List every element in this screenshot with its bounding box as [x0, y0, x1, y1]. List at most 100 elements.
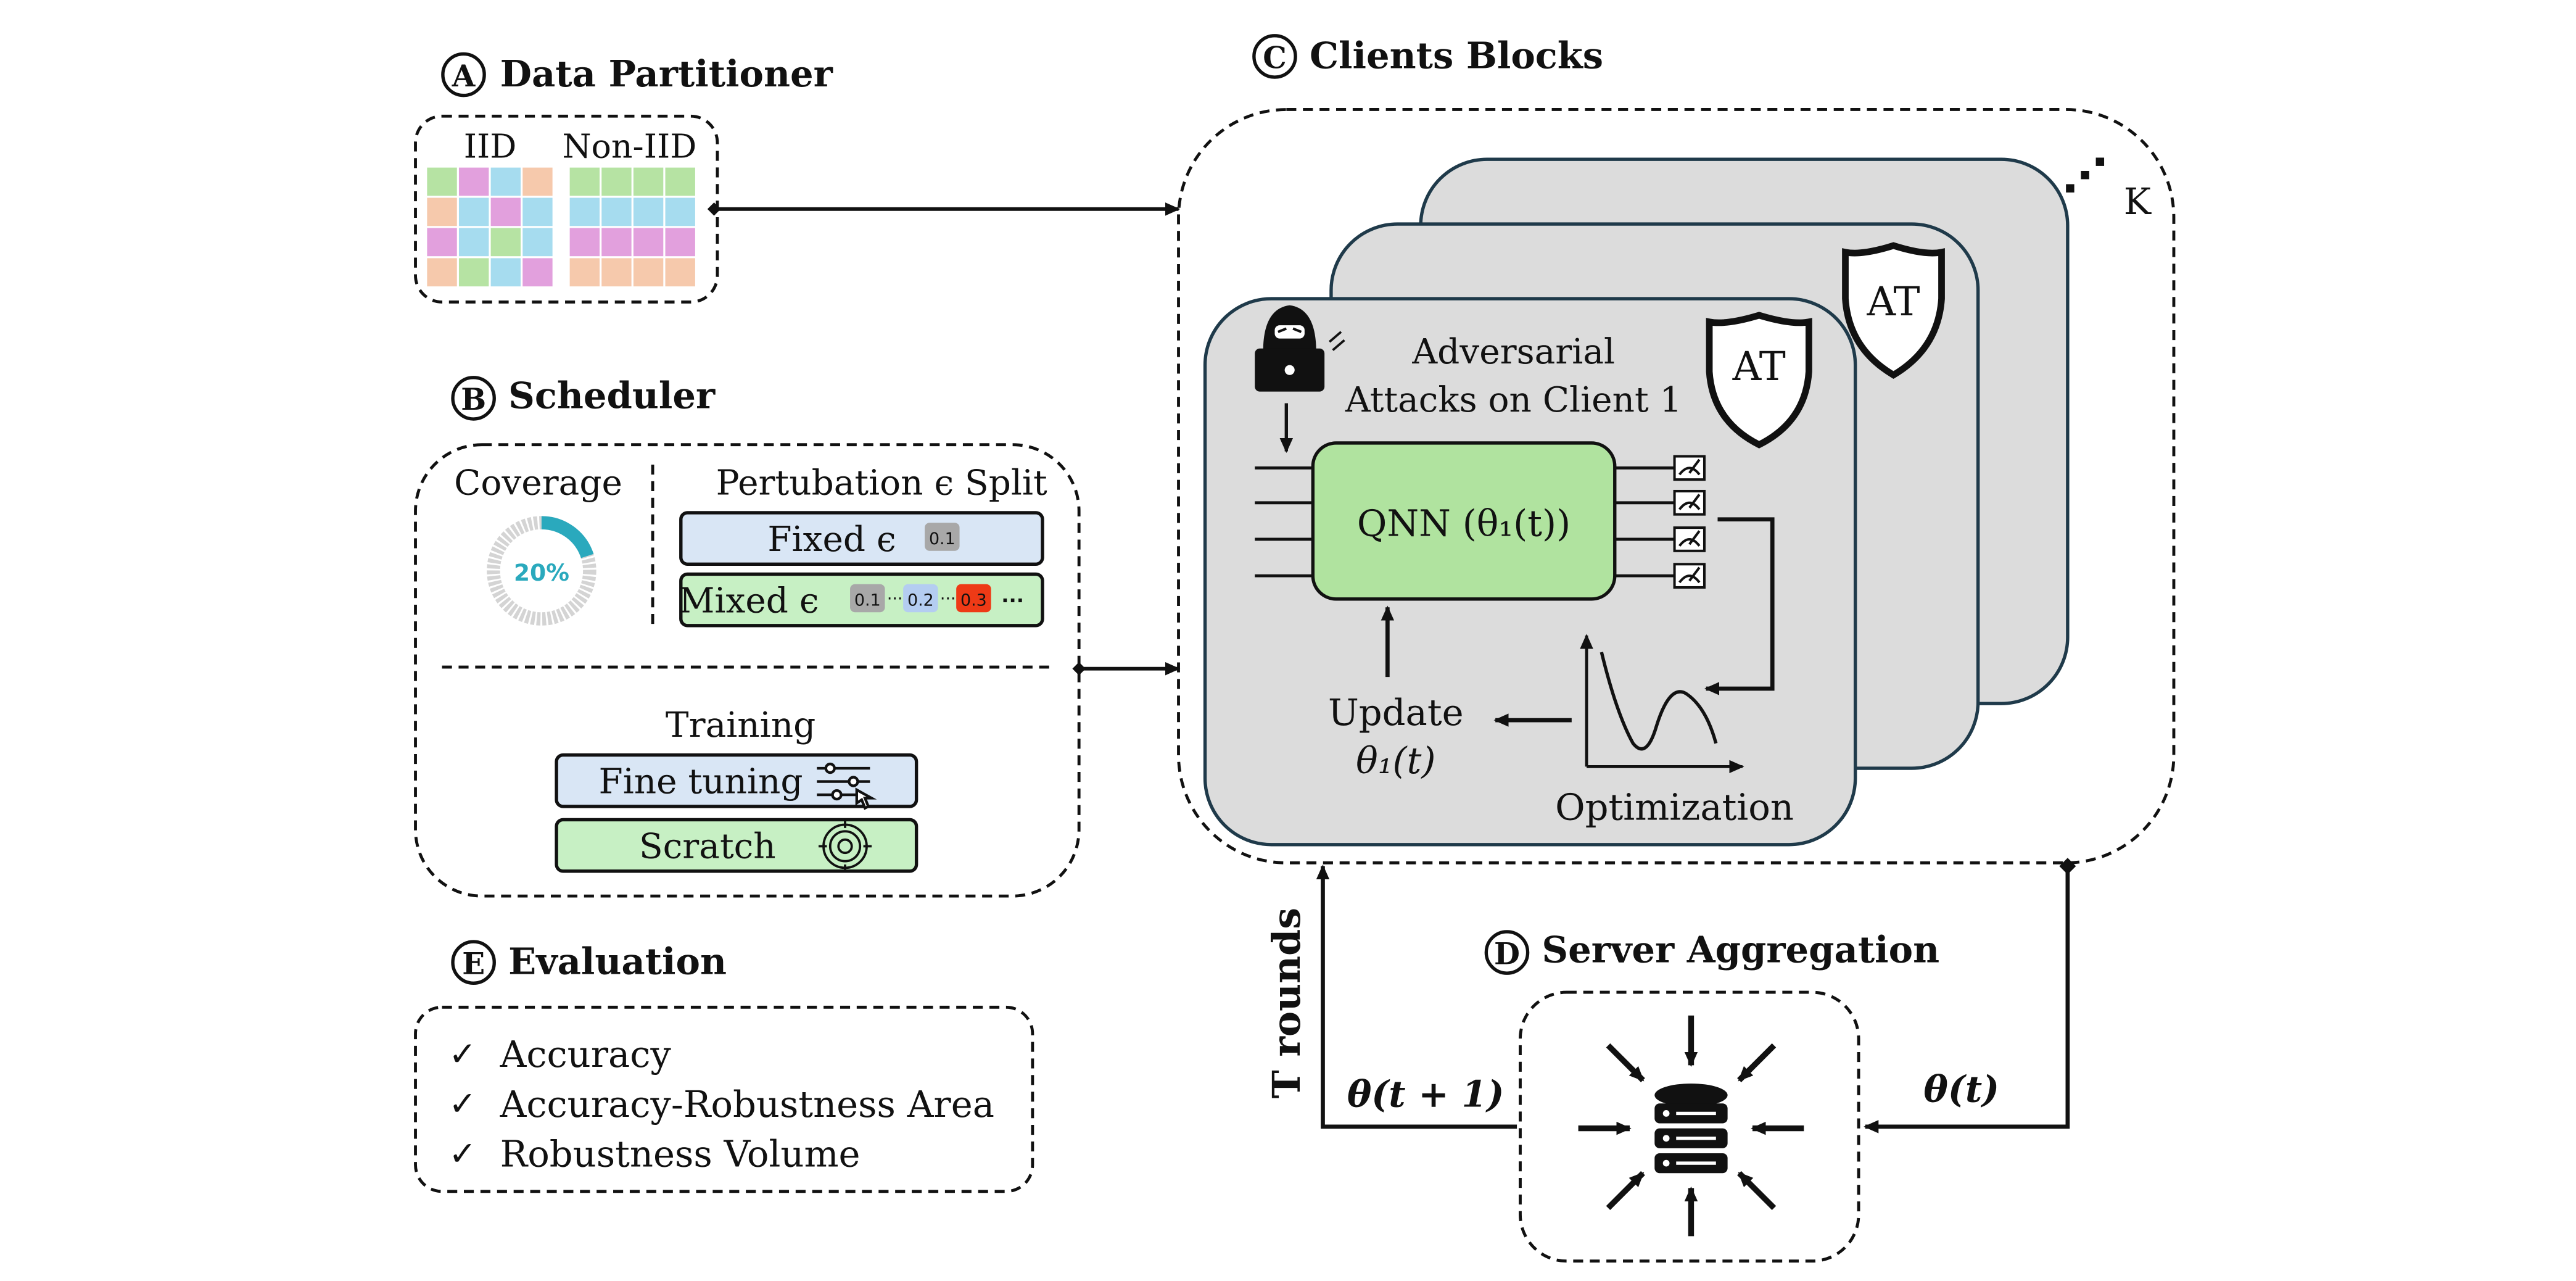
scratch-option[interactable]: Scratch — [555, 818, 919, 873]
data-cell — [569, 258, 600, 287]
training-label: Training — [666, 705, 815, 745]
check-icon: ✓ — [448, 1034, 476, 1073]
database-server-icon — [1654, 1083, 1728, 1174]
measurement-icon — [1673, 526, 1706, 552]
aggregation-inward-arrows — [1578, 1015, 1804, 1237]
data-cell — [427, 228, 457, 257]
evaluation-item: ✓ Accuracy — [448, 1033, 671, 1076]
iid-data-grid — [427, 167, 553, 287]
update-label-line2: θ₁(t) — [1356, 739, 1435, 782]
data-cell — [665, 228, 695, 257]
data-cell — [490, 167, 521, 196]
qnn-label: QNN (θ₁(t)) — [1357, 502, 1571, 545]
loss-curve-plot — [1580, 634, 1744, 774]
optimization-label: Optimization — [1555, 786, 1794, 828]
data-cell — [458, 258, 489, 287]
target-gear-icon — [818, 819, 872, 873]
rounds-label: T rounds — [1264, 908, 1309, 1098]
clients-title: Clients Blocks — [1310, 33, 1603, 77]
data-cell — [633, 228, 664, 257]
check-icon: ✓ — [448, 1084, 476, 1123]
mixed-epsilon-chip-2 — [903, 584, 938, 613]
coverage-donut: 20% — [487, 516, 597, 626]
data-cell — [569, 228, 600, 257]
qnn-output-lines — [1614, 466, 1675, 578]
at-shield-icon: AT — [1706, 312, 1812, 449]
data-cell — [427, 167, 457, 196]
data-cell — [522, 167, 553, 196]
data-cell — [427, 197, 457, 226]
more-clients-dots — [2066, 157, 2105, 193]
evaluation-title: Evaluation — [508, 940, 727, 983]
measurement-icon — [1673, 455, 1706, 481]
svg-text:D: D — [1494, 937, 1520, 971]
data-partitioner-section: A Data Partitioner IID Non-IID — [414, 52, 833, 304]
attack-title-line2: Attacks on Client 1 — [1345, 380, 1682, 420]
clients-to-server-arrow — [1864, 866, 2070, 1134]
update-label-line1: Update — [1328, 691, 1464, 734]
data-cell — [601, 167, 632, 196]
mixed-epsilon-chip-3 — [956, 584, 991, 613]
data-cell — [633, 167, 664, 196]
server-aggregation-box — [1519, 990, 1860, 1263]
evaluation-item-label: Accuracy — [500, 1033, 672, 1076]
svg-text:A: A — [452, 59, 476, 94]
data-cell — [601, 258, 632, 287]
evaluation-item: ✓ Robustness Volume — [448, 1132, 860, 1175]
mixed-epsilon-value-2: 0.2 — [907, 591, 934, 610]
svg-text:E: E — [462, 947, 485, 982]
data-cell — [569, 197, 600, 226]
hacker-attacker-icon — [1255, 305, 1345, 392]
fixed-epsilon-option[interactable]: Fixed ϵ 0.1 — [679, 511, 1044, 566]
qnn-model-box: QNN (θ₁(t)) — [1311, 441, 1617, 601]
scheduler-box — [414, 443, 1081, 898]
data-cell — [633, 197, 664, 226]
sliders-adjust-icon — [817, 762, 877, 810]
data-cell — [490, 258, 521, 287]
at-shield-icon: AT — [1842, 242, 1945, 379]
non-iid-data-grid — [569, 167, 695, 287]
server-aggregation-section: D Server Aggregation — [1484, 928, 1939, 1263]
data-cell — [601, 228, 632, 257]
k-label: K — [2124, 180, 2152, 223]
svg-text:B: B — [461, 383, 486, 417]
measurement-icon — [1673, 489, 1706, 516]
data-cell — [569, 167, 600, 196]
data-cell — [601, 197, 632, 226]
data-cell — [665, 167, 695, 196]
theta-next-label: θ(t + 1) — [1347, 1072, 1505, 1116]
fine-tuning-option[interactable]: Fine tuning — [555, 753, 919, 810]
scheduler-title: Scheduler — [508, 374, 716, 417]
mixed-epsilon-label: Mixed ϵ — [679, 581, 819, 621]
fixed-epsilon-value: 0.1 — [929, 529, 956, 549]
data-cell — [665, 258, 695, 287]
section-letter-e-badge: E — [451, 940, 496, 985]
coverage-label: Coverage — [454, 463, 622, 503]
evaluation-section: E Evaluation ✓ Accuracy ✓ Accuracy-Robus… — [414, 940, 1034, 1193]
fixed-epsilon-chip — [925, 523, 960, 551]
section-letter-b-badge: B — [451, 376, 496, 421]
fine-tuning-label: Fine tuning — [599, 761, 803, 802]
mixed-epsilon-chip-1 — [850, 584, 885, 613]
svg-text:C: C — [1263, 41, 1287, 75]
mixed-epsilon-value-1: 0.1 — [854, 591, 881, 610]
clients-section: C Clients Blocks K AT AT — [1177, 33, 2176, 864]
data-cell — [665, 197, 695, 226]
evaluation-item-label: Robustness Volume — [500, 1132, 861, 1175]
check-icon: ✓ — [448, 1134, 476, 1173]
attack-title-line1: Adversarial — [1411, 332, 1615, 372]
data-cell — [490, 228, 521, 257]
scheduler-section: B Scheduler Coverage 20% Pertubation ϵ S… — [414, 374, 1081, 898]
coverage-value: 20% — [514, 559, 569, 586]
data-cell — [490, 197, 521, 226]
data-cell — [458, 197, 489, 226]
data-cell — [522, 228, 553, 257]
section-letter-c-badge: C — [1252, 34, 1297, 79]
output-to-optimization-arrow — [1704, 517, 1775, 695]
data-cell — [633, 258, 664, 287]
mixed-epsilon-value-3: 0.3 — [960, 591, 987, 610]
perturbation-split-label: Pertubation ϵ Split — [716, 463, 1047, 503]
qnn-input-lines — [1255, 466, 1315, 578]
mixed-epsilon-option[interactable]: Mixed ϵ 0.1 ··· 0.2 ··· 0.3 ··· — [679, 572, 1044, 628]
